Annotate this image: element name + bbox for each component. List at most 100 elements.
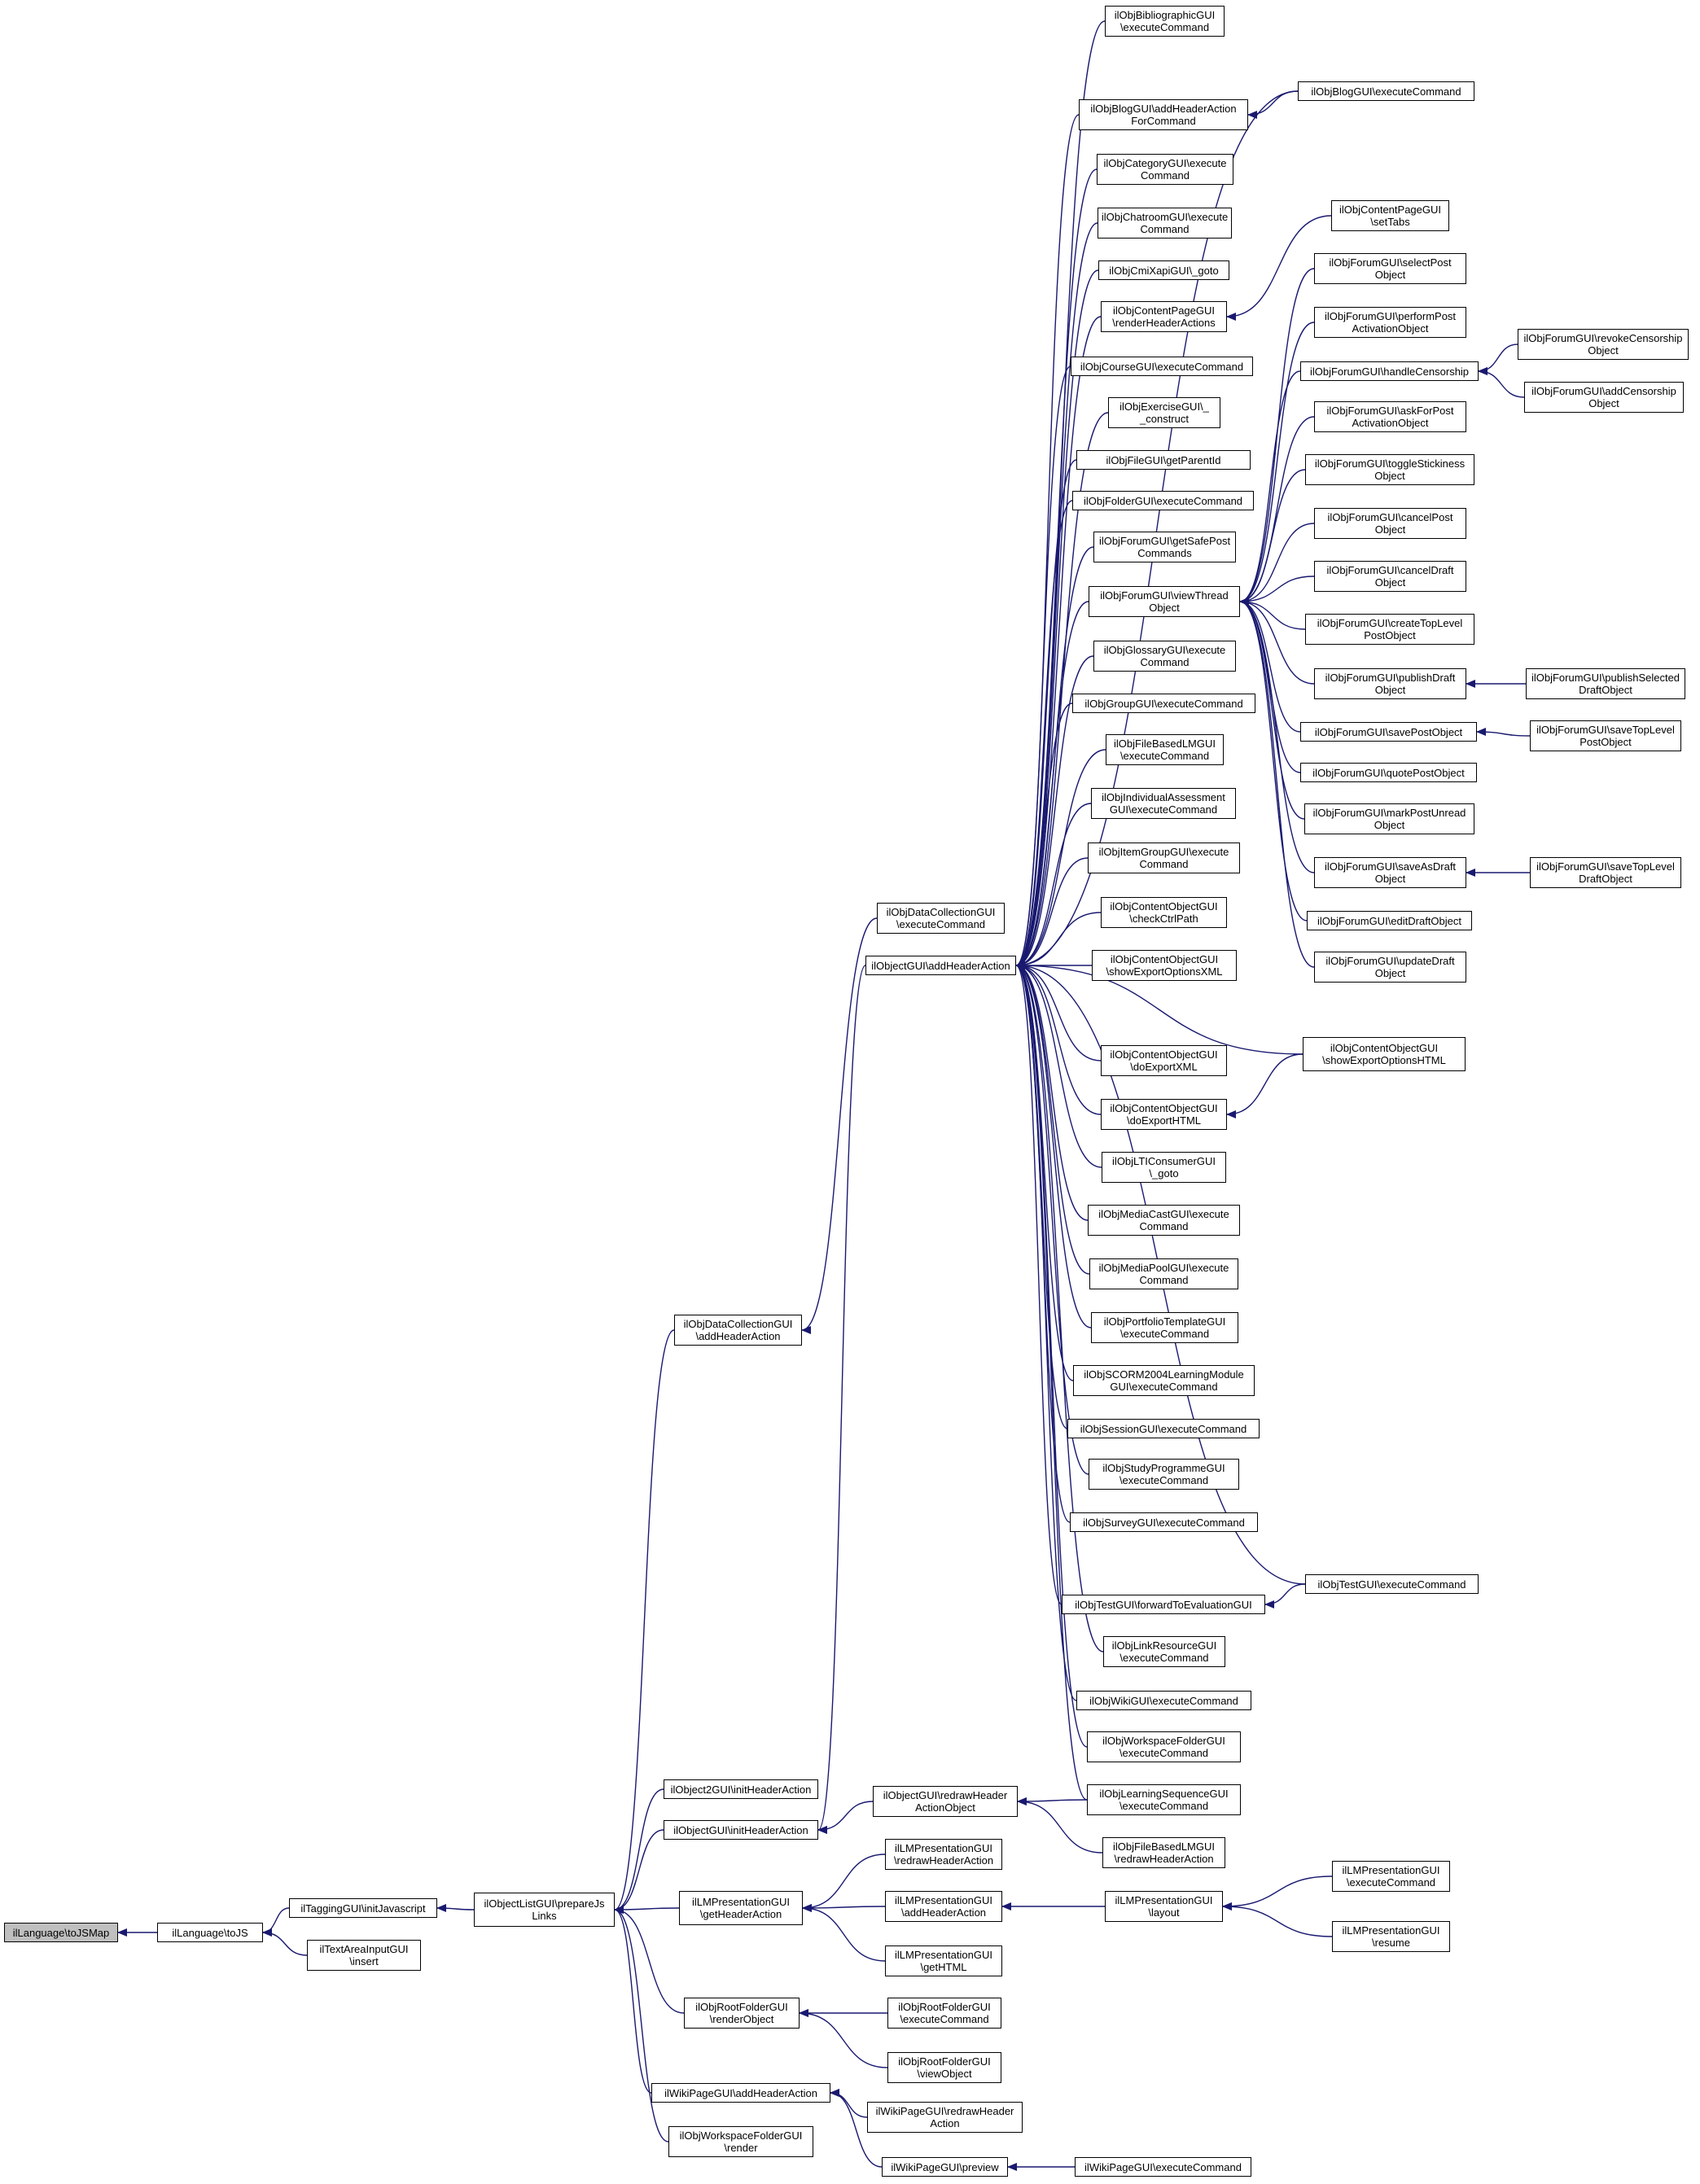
node-cprender[interactable]: ilObjContentPageGUI \renderHeaderActions <box>1101 301 1227 332</box>
node-lmpresume[interactable]: ilLMPresentationGUI \resume <box>1332 1921 1450 1952</box>
node-spexec[interactable]: ilObjStudyProgrammeGUI \executeCommand <box>1089 1459 1239 1490</box>
node-f_savetopdraft[interactable]: ilObjForumGUI\saveTopLevel DraftObject <box>1530 857 1681 888</box>
node-mcexec[interactable]: ilObjMediaCastGUI\execute Command <box>1088 1205 1240 1236</box>
node-f_toggle[interactable]: ilObjForumGUI\toggleStickiness Object <box>1305 454 1474 485</box>
node-lmpexec[interactable]: ilLMPresentationGUI \executeCommand <box>1332 1861 1450 1892</box>
node-f_canceldraft[interactable]: ilObjForumGUI\cancelDraft Object <box>1314 561 1466 592</box>
node-cochk[interactable]: ilObjContentObjectGUI \checkCtrlPath <box>1101 897 1227 928</box>
node-itgexec[interactable]: ilObjItemGroupGUI\execute Command <box>1088 843 1240 873</box>
node-cptabs[interactable]: ilObjContentPageGUI \setTabs <box>1331 200 1449 231</box>
edge-mpexec-to-oaha <box>1015 961 1090 1275</box>
node-f_markunread[interactable]: ilObjForumGUI\markPostUnread Object <box>1304 803 1474 834</box>
node-wpaha[interactable]: ilWikiPageGUI\addHeaderAction <box>651 2083 830 2103</box>
node-tstfwd[interactable]: ilObjTestGUI\forwardToEvaluationGUI <box>1062 1595 1265 1614</box>
node-wikiexec[interactable]: ilObjWikiGUI\executeCommand <box>1076 1691 1251 1710</box>
node-coshowxml[interactable]: ilObjContentObjectGUI \showExportOptions… <box>1092 950 1237 981</box>
node-coshowhtml[interactable]: ilObjContentObjectGUI \showExportOptions… <box>1303 1037 1466 1071</box>
node-fblmredraw[interactable]: ilObjFileBasedLMGUI \redrawHeaderAction <box>1102 1837 1225 1868</box>
node-rfexec[interactable]: ilObjRootFolderGUI \executeCommand <box>887 1998 1001 2029</box>
node-f_editdraft[interactable]: ilObjForumGUI\editDraftObject <box>1307 911 1472 930</box>
node-lmpgha[interactable]: ilLMPresentationGUI \getHeaderAction <box>679 1891 803 1925</box>
node-fileparent[interactable]: ilObjFileGUI\getParentId <box>1076 450 1251 470</box>
node-f_saveasdraft[interactable]: ilObjForumGUI\saveAsDraft Object <box>1314 857 1466 888</box>
node-lsexec[interactable]: ilObjLearningSequenceGUI \executeCommand <box>1087 1784 1241 1815</box>
node-scormexec[interactable]: ilObjSCORM2004LearningModule GUI\execute… <box>1073 1365 1255 1396</box>
node-mpexec[interactable]: ilObjMediaPoolGUI\execute Command <box>1089 1258 1238 1289</box>
edge-fldexec-to-oaha <box>1015 500 1073 969</box>
node-ltigoto[interactable]: ilObjLTIConsumerGUI \_goto <box>1102 1152 1226 1183</box>
node-f_savepost[interactable]: ilObjForumGUI\savePostObject <box>1300 722 1477 742</box>
node-textarea[interactable]: ilTextAreaInputGUI \insert <box>307 1940 421 1971</box>
node-tojs[interactable]: ilLanguage\toJS <box>157 1923 263 1942</box>
edge-lmpredraw-to-lmpgha <box>802 1854 886 1912</box>
node-lrexec[interactable]: ilObjLinkResourceGUI \executeCommand <box>1103 1636 1225 1667</box>
node-f_pubdraft[interactable]: ilObjForumGUI\publishDraft Object <box>1314 668 1466 699</box>
node-f_updatedraft[interactable]: ilObjForumGUI\updateDraft Object <box>1314 952 1466 983</box>
node-cmigoto[interactable]: ilObjCmiXapiGUI\_goto <box>1098 260 1229 280</box>
node-o2iha[interactable]: ilObject2GUI\initHeaderAction <box>664 1779 818 1799</box>
node-oaha[interactable]: ilObjectGUI\addHeaderAction <box>865 956 1016 975</box>
node-frmview[interactable]: ilObjForumGUI\viewThread Object <box>1089 586 1240 617</box>
node-lmpgethtml[interactable]: ilLMPresentationGUI \getHTML <box>885 1945 1002 1976</box>
node-bibexec[interactable]: ilObjBibliographicGUI \executeCommand <box>1105 6 1225 37</box>
node-chatexec[interactable]: ilObjChatroomGUI\execute Command <box>1098 208 1232 239</box>
node-rfview[interactable]: ilObjRootFolderGUI \viewObject <box>887 2052 1001 2083</box>
node-grpexec[interactable]: ilObjGroupGUI\executeCommand <box>1072 694 1255 713</box>
node-frmsafe[interactable]: ilObjForumGUI\getSafePost Commands <box>1093 532 1236 562</box>
node-f_pubsel[interactable]: ilObjForumGUI\publishSelected DraftObjec… <box>1526 668 1685 699</box>
node-wpexec[interactable]: ilWikiPageGUI\executeCommand <box>1075 2157 1251 2177</box>
node-f_select[interactable]: ilObjForumGUI\selectPost Object <box>1314 253 1466 284</box>
node-wfrender[interactable]: ilObjWorkspaceFolderGUI \render <box>668 2126 813 2157</box>
edge-lsexec-to-oaha <box>1015 961 1088 1801</box>
edge-lsexec-to-oredraw <box>1017 1797 1088 1805</box>
node-blogexec[interactable]: ilObjBlogGUI\executeCommand <box>1298 81 1474 101</box>
node-iaexec[interactable]: ilObjIndividualAssessment GUI\executeCom… <box>1091 788 1236 819</box>
node-glexec[interactable]: ilObjGlossaryGUI\execute Command <box>1093 641 1236 672</box>
node-catexec[interactable]: ilObjCategoryGUI\execute Command <box>1097 154 1233 185</box>
edge-oaha-to-oiha <box>817 965 866 1834</box>
edge-f_createtop-to-frmview <box>1239 597 1306 630</box>
node-crsexec[interactable]: ilObjCourseGUI\executeCommand <box>1071 357 1253 376</box>
node-fblmexec[interactable]: ilObjFileBasedLMGUI \executeCommand <box>1106 734 1224 765</box>
node-wpredraw[interactable]: ilWikiPageGUI\redrawHeader Action <box>867 2102 1023 2133</box>
node-lmpredraw[interactable]: ilLMPresentationGUI \redrawHeaderAction <box>885 1839 1002 1870</box>
edge-cochk-to-oaha <box>1015 912 1102 969</box>
node-ptexec[interactable]: ilObjPortfolioTemplateGUI \executeComman… <box>1091 1312 1238 1343</box>
edge-fblmredraw-to-oredraw <box>1017 1797 1103 1854</box>
node-f_cancelpost[interactable]: ilObjForumGUI\cancelPost Object <box>1314 508 1466 539</box>
node-blogaha[interactable]: ilObjBlogGUI\addHeaderAction ForCommand <box>1079 99 1248 130</box>
node-f_perform[interactable]: ilObjForumGUI\performPost ActivationObje… <box>1314 307 1466 338</box>
node-f_savetop[interactable]: ilObjForumGUI\saveTopLevel PostObject <box>1530 720 1681 751</box>
node-f_revoke[interactable]: ilObjForumGUI\revokeCensorship Object <box>1518 329 1689 360</box>
node-f_addcensor[interactable]: ilObjForumGUI\addCensorship Object <box>1524 382 1684 413</box>
node-oiha[interactable]: ilObjectGUI\initHeaderAction <box>664 1820 818 1840</box>
node-wsfexec[interactable]: ilObjWorkspaceFolderGUI \executeCommand <box>1087 1731 1241 1762</box>
node-lmplayout[interactable]: ilLMPresentationGUI \layout <box>1105 1891 1223 1922</box>
node-lmpaddha[interactable]: ilLMPresentationGUI \addHeaderAction <box>885 1891 1002 1922</box>
node-coexphtml[interactable]: ilObjContentObjectGUI \doExportHTML <box>1101 1099 1227 1130</box>
edge-wpaha-to-prepjs <box>614 1906 652 2094</box>
node-svyexec[interactable]: ilObjSurveyGUI\executeCommand <box>1070 1512 1258 1532</box>
node-f_ask[interactable]: ilObjForumGUI\askForPost ActivationObjec… <box>1314 401 1466 432</box>
node-f_createtop[interactable]: ilObjForumGUI\createTopLevel PostObject <box>1305 614 1474 645</box>
node-rfrender[interactable]: ilObjRootFolderGUI \renderObject <box>684 1998 800 2029</box>
node-dcexec[interactable]: ilObjDataCollectionGUI \executeCommand <box>877 903 1005 934</box>
edge-f_editdraft-to-frmview <box>1239 597 1308 921</box>
node-f_quote[interactable]: ilObjForumGUI\quotePostObject <box>1300 763 1477 782</box>
node-dcaha[interactable]: ilObjDataCollectionGUI \addHeaderAction <box>674 1315 802 1346</box>
node-coexpxml[interactable]: ilObjContentObjectGUI \doExportXML <box>1101 1045 1227 1076</box>
edge-f_revoke-to-f_censor <box>1478 344 1518 375</box>
node-oredraw[interactable]: ilObjectGUI\redrawHeader ActionObject <box>873 1786 1018 1817</box>
edge-catexec-to-oaha <box>1015 169 1098 969</box>
edge-blogexec-to-oaha <box>1015 90 1299 969</box>
node-prepjs[interactable]: ilObjectListGUI\prepareJs Links <box>474 1893 615 1927</box>
node-tagging[interactable]: ilTaggingGUI\initJavascript <box>289 1898 437 1918</box>
node-exconstruct[interactable]: ilObjExerciseGUI\_ _construct <box>1108 397 1220 428</box>
edge-textarea-to-tojs <box>262 1928 308 1956</box>
node-sessexec[interactable]: ilObjSessionGUI\executeCommand <box>1067 1419 1260 1438</box>
node-tojsmap[interactable]: ilLanguage\toJSMap <box>4 1923 118 1942</box>
node-fldexec[interactable]: ilObjFolderGUI\executeCommand <box>1072 491 1254 510</box>
node-wppreview[interactable]: ilWikiPageGUI\preview <box>882 2157 1008 2177</box>
node-tstexec[interactable]: ilObjTestGUI\executeCommand <box>1305 1574 1479 1594</box>
node-f_censor[interactable]: ilObjForumGUI\handleCensorship <box>1300 361 1479 381</box>
